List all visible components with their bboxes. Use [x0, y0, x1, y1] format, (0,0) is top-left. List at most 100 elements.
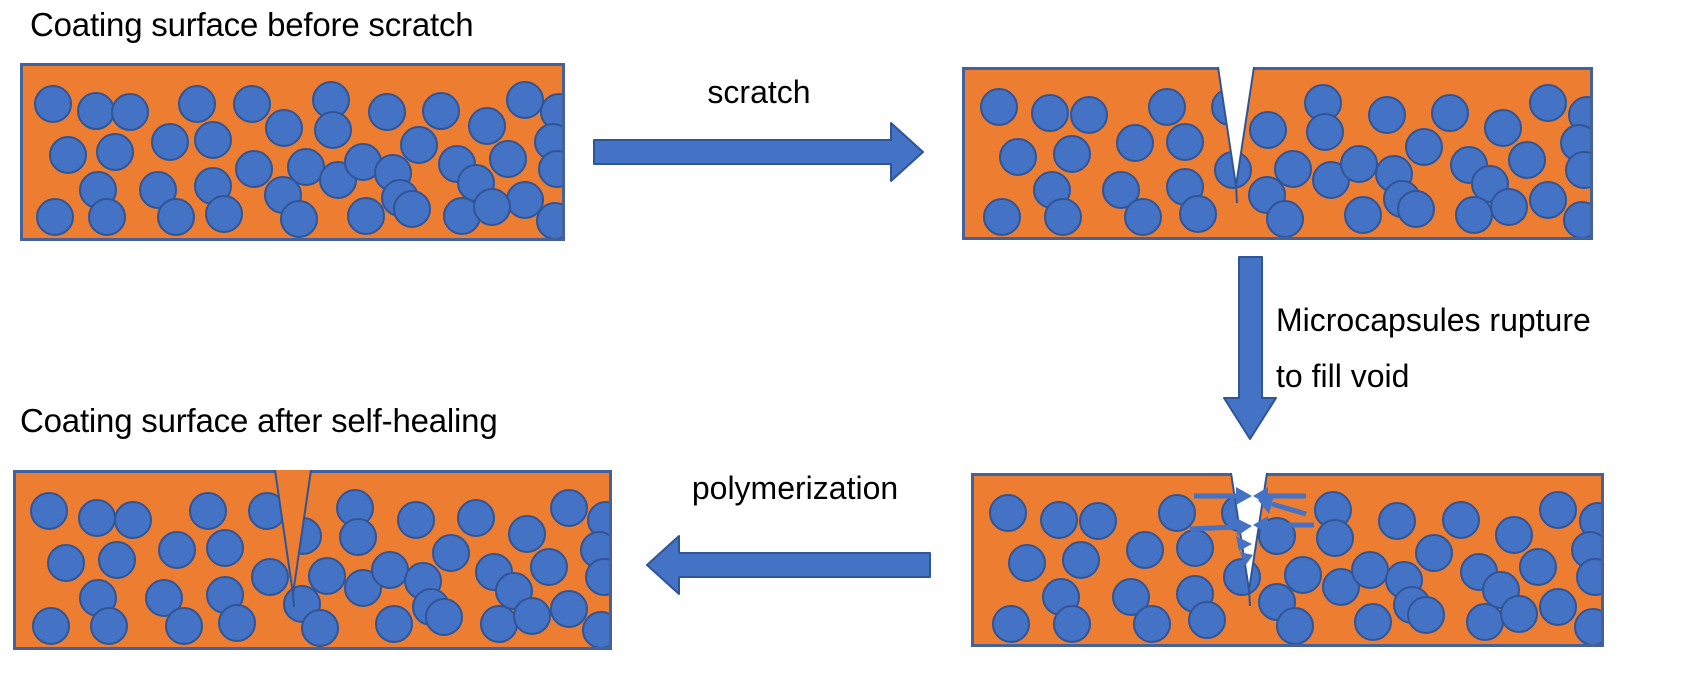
microcapsule: [77, 91, 116, 130]
microcapsule: [1116, 124, 1154, 163]
microcapsule: [77, 499, 116, 538]
microcapsule: [1565, 151, 1590, 190]
microcapsule: [347, 196, 386, 235]
microcapsule: [1178, 194, 1217, 233]
microcapsule-layer: [16, 473, 609, 647]
microcapsule: [989, 493, 1028, 532]
microcapsule: [1404, 127, 1443, 166]
microcapsule: [1062, 541, 1101, 579]
microcapsule: [1306, 112, 1344, 151]
microcapsule: [1415, 534, 1454, 573]
microcapsule: [472, 188, 511, 227]
microcapsule: [488, 139, 527, 178]
microcapsule: [46, 544, 85, 583]
microcapsule: [506, 181, 545, 220]
microcapsule: [138, 170, 177, 209]
microcapsule: [1052, 134, 1091, 173]
microcapsule-layer: [23, 66, 562, 238]
microcapsule: [96, 133, 135, 171]
microcapsule: [399, 126, 438, 165]
rupture-label-line2: to fill void: [1276, 358, 1410, 394]
microcapsule: [1573, 608, 1601, 644]
microcapsule: [998, 137, 1037, 176]
microcapsule: [367, 93, 406, 132]
microcapsule: [1316, 519, 1355, 558]
rupture-label: Microcapsules rupture to fill void: [1276, 292, 1591, 404]
before-scratch-title: Coating surface before scratch: [30, 6, 474, 43]
microcapsule: [1052, 604, 1091, 643]
microcapsule: [1223, 557, 1262, 596]
polymerization-arrow: [646, 535, 931, 595]
microcapsule: [150, 122, 189, 161]
microcapsule: [49, 136, 88, 175]
microcapsule: [1157, 493, 1196, 532]
microcapsule: [480, 605, 519, 644]
microcapsule: [1539, 490, 1578, 529]
microcapsule: [1367, 96, 1406, 135]
healed-scratch-outline: [273, 469, 312, 608]
microcapsule: [1484, 109, 1523, 148]
microcapsule: [1466, 603, 1504, 642]
microcapsule: [204, 194, 243, 233]
microcapsule: [232, 84, 271, 123]
microcapsule: [495, 572, 534, 611]
microcapsule: [314, 110, 353, 149]
microcapsule: [392, 189, 431, 228]
scratch-arrow: [593, 122, 924, 182]
microcapsule: [1276, 606, 1315, 644]
rupture-label-line1: Microcapsules rupture: [1276, 302, 1591, 338]
microcapsule: [457, 499, 496, 538]
microcapsule: [1378, 502, 1417, 541]
microcapsule: [157, 198, 196, 237]
scratch-notch: [1217, 66, 1256, 204]
microcapsule: [1489, 187, 1528, 226]
microcapsule: [422, 91, 461, 130]
microcapsule: [991, 604, 1030, 643]
microcapsule: [283, 584, 322, 623]
microcapsule: [1562, 201, 1590, 237]
coating-panel-before-scratch: [20, 63, 565, 241]
microcapsule: [1344, 196, 1383, 235]
microcapsule: [1354, 603, 1393, 642]
microcapsule: [1507, 141, 1546, 180]
microcapsule: [549, 488, 588, 527]
microcapsule: [582, 610, 609, 647]
microcapsule: [250, 558, 289, 597]
microcapsule: [205, 528, 244, 567]
microcapsule: [279, 200, 318, 238]
microcapsule: [1147, 87, 1186, 126]
microcapsule: [549, 589, 588, 628]
microcapsule: [1166, 122, 1204, 161]
microcapsule: [114, 500, 153, 539]
microcapsule: [1431, 94, 1469, 133]
microcapsule: [538, 150, 562, 189]
coating-panel-self-healed: [13, 469, 612, 650]
microcapsule: [1455, 196, 1494, 235]
microcapsule-layer: [965, 70, 1590, 237]
microcapsule: [1043, 197, 1082, 236]
microcapsule: [1528, 181, 1567, 220]
microcapsule: [1040, 500, 1079, 539]
microcapsule: [338, 518, 377, 557]
microcapsule: [98, 541, 137, 579]
microcapsule: [1248, 111, 1287, 150]
microcapsule: [1123, 197, 1162, 236]
microcapsule: [980, 87, 1019, 126]
microcapsule: [1407, 596, 1446, 635]
microcapsule: [535, 201, 562, 238]
microcapsule: [234, 150, 273, 189]
microcapsule: [1125, 530, 1164, 569]
microcapsule: [1539, 588, 1578, 627]
microcapsule: [1266, 199, 1304, 237]
microcapsule: [1528, 84, 1567, 123]
microcapsule: [1494, 515, 1533, 554]
microcapsule: [1069, 96, 1108, 135]
microcapsule: [1518, 547, 1557, 586]
microcapsule: [1007, 544, 1046, 583]
microcapsule: [31, 607, 70, 646]
microcapsule: [158, 530, 197, 569]
microcapsule: [300, 608, 339, 647]
microcapsule: [432, 534, 471, 573]
microcapsule: [88, 198, 127, 237]
microcapsule: [165, 607, 204, 646]
